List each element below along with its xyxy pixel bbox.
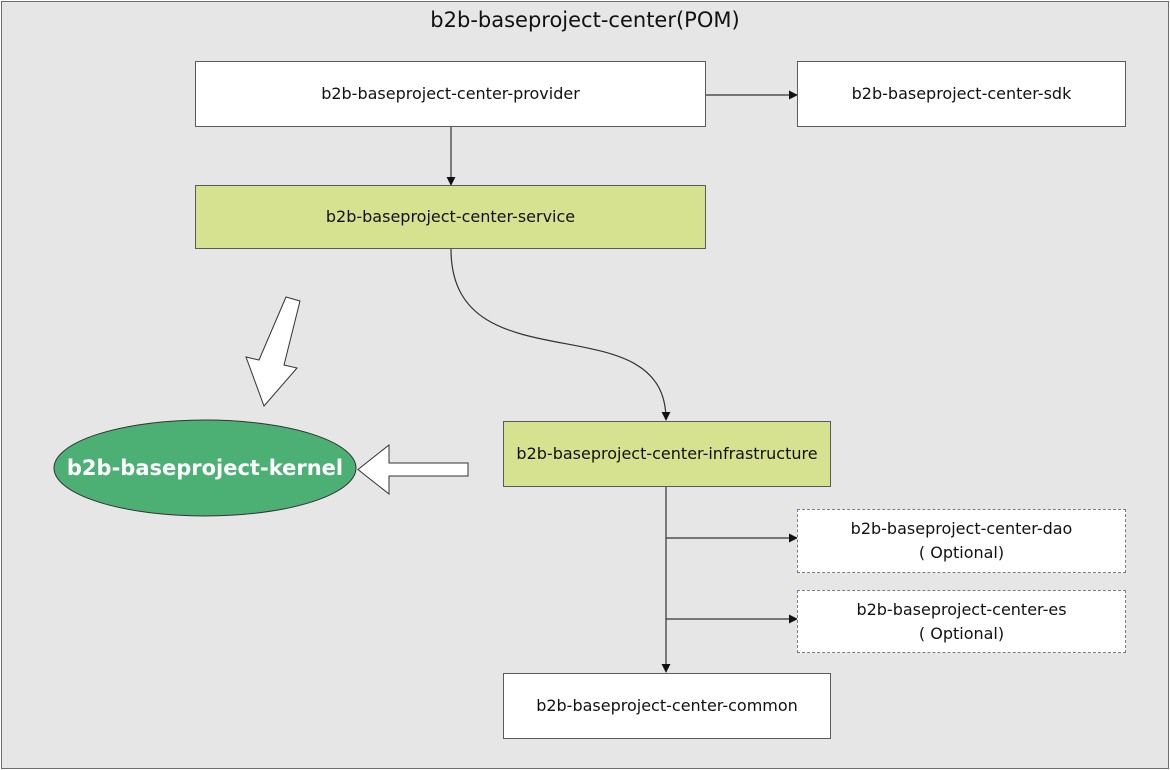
service-label: b2b-baseproject-center-service — [325, 207, 576, 226]
common-label: b2b-baseproject-center-common — [536, 696, 798, 715]
infrastructure-label: b2b-baseproject-center-infrastructure — [516, 444, 818, 463]
es-node[interactable]: b2b-baseproject-center-es ( Optional) — [797, 590, 1126, 653]
diagram-title: b2b-baseproject-center(POM) — [430, 8, 740, 32]
edge-service-infrastructure — [450, 248, 671, 421]
common-node[interactable]: b2b-baseproject-center-common — [503, 673, 831, 739]
provider-node[interactable]: b2b-baseproject-center-provider — [195, 61, 706, 127]
block-arrow-down-icon — [245, 296, 301, 407]
provider-label: b2b-baseproject-center-provider — [321, 84, 580, 103]
sdk-label: b2b-baseproject-center-sdk — [851, 84, 1072, 103]
kernel-ellipse — [53, 419, 357, 517]
service-node[interactable]: b2b-baseproject-center-service — [195, 185, 706, 249]
kernel-label: b2b-baseproject-kernel — [66, 456, 344, 480]
sdk-node[interactable]: b2b-baseproject-center-sdk — [797, 61, 1126, 127]
es-label: b2b-baseproject-center-es — [856, 599, 1067, 619]
dao-label: b2b-baseproject-center-dao — [850, 519, 1073, 538]
dao-optional-note: ( Optional) — [918, 543, 1005, 562]
block-arrow-left-icon — [357, 443, 469, 496]
infrastructure-node[interactable]: b2b-baseproject-center-infrastructure — [503, 421, 831, 487]
es-optional-note: ( Optional) — [918, 623, 1005, 643]
kernel-node[interactable]: b2b-baseproject-kernel — [54, 420, 356, 516]
dao-node[interactable]: b2b-baseproject-center-dao ( Optional) — [797, 509, 1126, 573]
